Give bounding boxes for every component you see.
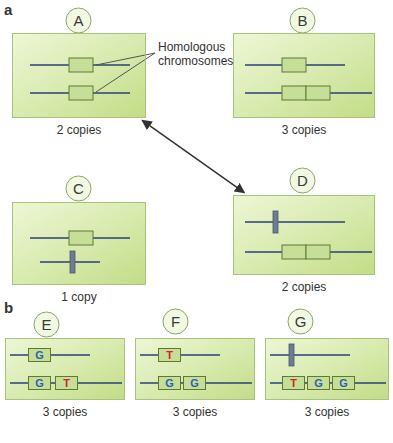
circle-label: C — [65, 175, 92, 202]
panel-letter: a — [4, 1, 12, 18]
copy-count: 2 copies — [3, 123, 155, 137]
gene-box: G — [28, 348, 51, 362]
gene-box: T — [282, 376, 305, 390]
gene-box: G — [28, 376, 51, 390]
callout-label: Homologous chromosomes — [158, 40, 238, 68]
circle-label: E — [33, 311, 60, 338]
copy-count: 3 copies — [126, 405, 264, 419]
panel-letter: b — [4, 299, 13, 316]
cell-panel: 3 copies — [233, 33, 375, 118]
cell-panel: 3 copiesTGG — [135, 338, 255, 400]
allele-letter: T — [63, 377, 70, 389]
copy-count: 1 copy — [3, 290, 155, 304]
cell-panel: 3 copiesGGT — [5, 338, 125, 400]
double-arrow — [142, 120, 244, 192]
gene-box: T — [158, 348, 181, 362]
circle-label: G — [287, 308, 314, 335]
gene-box: T — [55, 376, 78, 390]
panel-id: D — [289, 167, 316, 194]
circle-label: A — [65, 7, 92, 34]
gene-box: G — [307, 376, 330, 390]
allele-letter: G — [314, 377, 323, 389]
panel-id: A — [65, 7, 92, 34]
copy-count: 3 copies — [256, 405, 393, 419]
circle-label: D — [289, 167, 316, 194]
allele-letter: G — [35, 349, 44, 361]
cell-panel: 3 copiesTGG — [265, 338, 389, 400]
allele-letter: G — [35, 377, 44, 389]
allele-letter: T — [166, 349, 173, 361]
copy-count: 3 copies — [0, 405, 134, 419]
allele-letter: G — [190, 377, 199, 389]
gene-box: G — [158, 376, 181, 390]
circle-label: B — [289, 7, 316, 34]
allele-letter: G — [339, 377, 348, 389]
panel-id: G — [287, 308, 314, 335]
cell-panel: 2 copies — [233, 195, 375, 275]
panel-id: F — [162, 308, 189, 335]
copy-count: 2 copies — [224, 280, 384, 294]
gene-box: G — [183, 376, 206, 390]
circle-label: F — [162, 308, 189, 335]
panel-id: B — [289, 7, 316, 34]
panel-id: C — [65, 175, 92, 202]
panel-id: E — [33, 311, 60, 338]
allele-letter: T — [290, 377, 297, 389]
cell-panel: 1 copy — [12, 202, 146, 285]
cell-panel: 2 copies — [12, 33, 146, 118]
copy-count: 3 copies — [224, 123, 384, 137]
gene-box: G — [332, 376, 355, 390]
allele-letter: G — [165, 377, 174, 389]
